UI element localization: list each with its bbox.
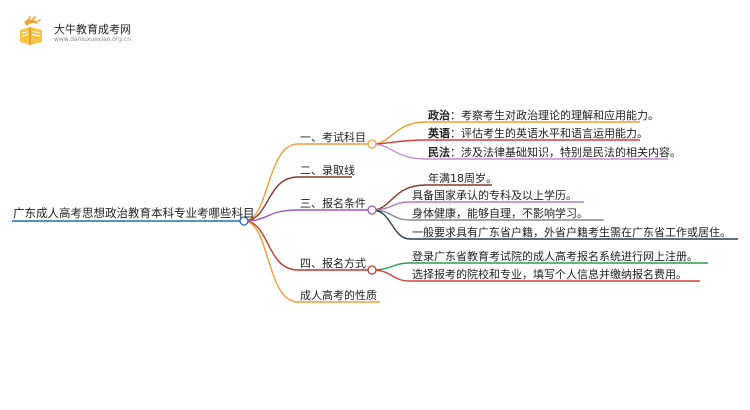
leaf-english-subject: 英语 (428, 127, 450, 140)
leaf-connector-subject-3 (371, 143, 668, 160)
leaf-connector-requirement-4 (371, 209, 738, 240)
leaf-online-registration: 登录广东省教育考试院的成人高考报名系统进行网上注册。 (412, 250, 698, 263)
branch-nature: 成人高考的性质 (300, 289, 377, 302)
leaf-civil-law-subject: 民法 (428, 146, 450, 159)
branch-connector-1 (243, 143, 368, 222)
leaf-education: 具备国家承认的专科及以上学历。 (412, 189, 577, 202)
root-topic: 广东成人高考思想政治教育本科专业考哪些科目 (13, 206, 255, 220)
branch-connector-5 (243, 220, 380, 303)
branch-node-3 (367, 205, 377, 215)
leaf-health: 身体健康，能够自理，不影响学习。 (412, 207, 588, 220)
leaf-civil-law: 民法：涉及法律基础知识，特别是民法的相关内容。 (428, 146, 681, 159)
leaf-civil-law-desc: 涉及法律基础知识，特别是民法的相关内容。 (461, 146, 681, 159)
leaf-age: 年满18周岁。 (428, 172, 497, 185)
branch-connector-2 (243, 176, 352, 222)
leaf-politics-desc: 考察考生对政治理论的理解和应用能力。 (461, 109, 659, 122)
leaf-english: 英语：评估考生的英语水平和语言运用能力。 (428, 127, 648, 140)
root-node (239, 216, 249, 226)
site-url: www.daniuxuexiao.org.cn (54, 36, 131, 43)
leaf-politics: 政治：考察考生对政治理论的理解和应用能力。 (428, 109, 659, 122)
branch-node-1 (367, 139, 377, 149)
leaf-residency: 一般要求具有广东省户籍，外省户籍考生需在广东省工作或居住。 (412, 226, 731, 239)
logo-icon (20, 16, 42, 45)
branch-admission-line: 二、录取线 (300, 164, 355, 177)
leaf-english-desc: 评估考生的英语水平和语言运用能力。 (461, 127, 648, 140)
branch-connector-3 (243, 209, 368, 222)
branch-exam-subjects: 一、考试科目 (300, 131, 366, 144)
leaf-select-and-pay: 选择报考的院校和专业，填写个人信息并缴纳报名费用。 (412, 268, 687, 281)
site-name: 大牛教育成考网 (54, 23, 131, 36)
branch-requirements: 三、报名条件 (300, 197, 366, 210)
leaf-connector-registration-2 (371, 269, 700, 282)
branch-connector-4 (243, 220, 368, 271)
branch-node-4 (367, 265, 377, 275)
leaf-politics-subject: 政治 (428, 109, 450, 122)
branch-registration: 四、报名方式 (300, 257, 366, 270)
